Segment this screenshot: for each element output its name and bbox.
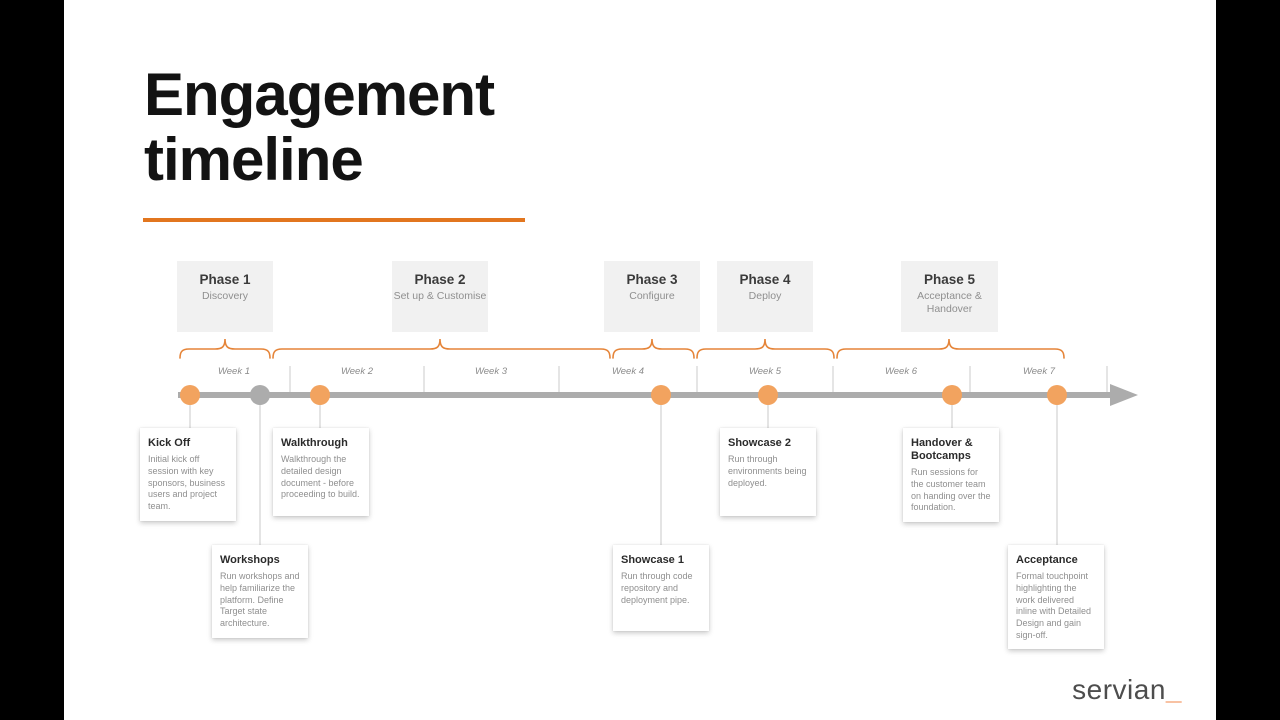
connector-walkthrough — [319, 395, 321, 428]
milestone-dot-walkthrough — [310, 385, 330, 405]
connector-showcase1 — [660, 395, 662, 545]
milestone-dot-showcase1 — [651, 385, 671, 405]
connector-handover — [951, 395, 953, 428]
week-label-4: Week 4 — [611, 366, 645, 377]
milestone-dot-showcase2 — [758, 385, 778, 405]
card-title: Kick Off — [148, 437, 191, 449]
phase-label: Phase 5 — [923, 272, 976, 287]
event-card-handover: Handover & Bootcamps Run sessions for th… — [903, 428, 999, 523]
milestone-dot-acceptance — [1047, 385, 1067, 405]
card-body: Walkthrough the detailed design document… — [281, 454, 360, 500]
card-body: Run through environments being deployed. — [728, 454, 807, 488]
phase-box-1: Phase 1 Discovery — [177, 261, 273, 332]
milestone-dot-handover — [942, 385, 962, 405]
phase-subtitle: Configure — [629, 290, 675, 302]
phase-label: Phase 1 — [199, 272, 251, 287]
milestone-dot-kickoff — [180, 385, 200, 405]
servian-logo-underscore: _ — [1165, 674, 1182, 705]
card-title: Showcase 2 — [728, 437, 791, 449]
card-title: Showcase 1 — [621, 554, 684, 566]
phase-subtitle: Acceptance & Handover — [917, 290, 982, 316]
week-label-7: Week 7 — [1022, 366, 1056, 377]
phase-subtitle: Discovery — [201, 290, 249, 302]
week-label-5: Week 5 — [748, 366, 782, 377]
week-label-3: Week 3 — [474, 366, 508, 377]
title-underline — [143, 218, 525, 222]
connector-workshops — [259, 395, 261, 545]
milestone-dot-workshops — [250, 385, 270, 405]
phase-box-5: Phase 5 Acceptance & Handover — [901, 261, 998, 332]
brace-phase-5 — [836, 338, 1065, 359]
event-card-kickoff: Kick Off Initial kick off session with k… — [140, 428, 236, 521]
card-body: Initial kick off session with key sponso… — [148, 454, 226, 511]
phase-label: Phase 4 — [739, 272, 791, 287]
servian-logo: servian_ — [1072, 674, 1182, 706]
event-card-showcase1: Showcase 1 Run through code repository a… — [613, 545, 709, 631]
card-title: Workshops — [220, 554, 280, 566]
week-ticks — [289, 366, 1108, 392]
brace-phase-2 — [272, 338, 611, 359]
phase-subtitle: Deploy — [748, 290, 782, 302]
phase-box-2: Phase 2 Set up & Customise — [392, 261, 488, 332]
event-card-workshops: Workshops Run workshops and help familia… — [212, 545, 308, 638]
card-title: Handover & Bootcamps — [911, 437, 973, 463]
slide: Engagement timeline Phase 1 Discovery Ph… — [64, 0, 1216, 720]
week-label-6: Week 6 — [884, 366, 918, 377]
phase-label: Phase 2 — [414, 272, 466, 287]
brace-phase-4 — [696, 338, 835, 359]
brace-phase-3 — [612, 338, 695, 359]
event-card-showcase2: Showcase 2 Run through environments bein… — [720, 428, 816, 516]
event-card-walkthrough: Walkthrough Walkthrough the detailed des… — [273, 428, 369, 516]
brace-phase-1 — [179, 338, 271, 359]
page-title-line1: Engagement — [144, 61, 495, 128]
phase-box-3: Phase 3 Configure — [604, 261, 700, 332]
timeline-arrowhead — [1110, 384, 1138, 406]
card-title: Acceptance — [1016, 554, 1078, 566]
card-title: Walkthrough — [281, 437, 348, 449]
phase-box-4: Phase 4 Deploy — [717, 261, 813, 332]
card-body: Run workshops and help familiarize the p… — [220, 571, 300, 628]
event-card-acceptance: Acceptance Formal touchpoint highlightin… — [1008, 545, 1104, 650]
page-title: Engagement timeline — [144, 61, 495, 193]
week-label-1: Week 1 — [217, 366, 251, 377]
week-label-2: Week 2 — [340, 366, 374, 377]
servian-logo-text: servian — [1072, 674, 1166, 705]
connector-showcase2 — [767, 395, 769, 428]
phase-braces — [179, 338, 1065, 359]
phase-subtitle: Set up & Customise — [393, 290, 487, 302]
card-body: Run through code repository and deployme… — [621, 571, 693, 605]
phase-label: Phase 3 — [626, 272, 678, 287]
connector-acceptance — [1056, 395, 1058, 545]
card-body: Formal touchpoint highlighting the work … — [1016, 571, 1092, 640]
connector-kickoff — [189, 395, 191, 428]
card-body: Run sessions for the customer team on ha… — [911, 467, 991, 513]
page-title-line2: timeline — [144, 126, 364, 193]
